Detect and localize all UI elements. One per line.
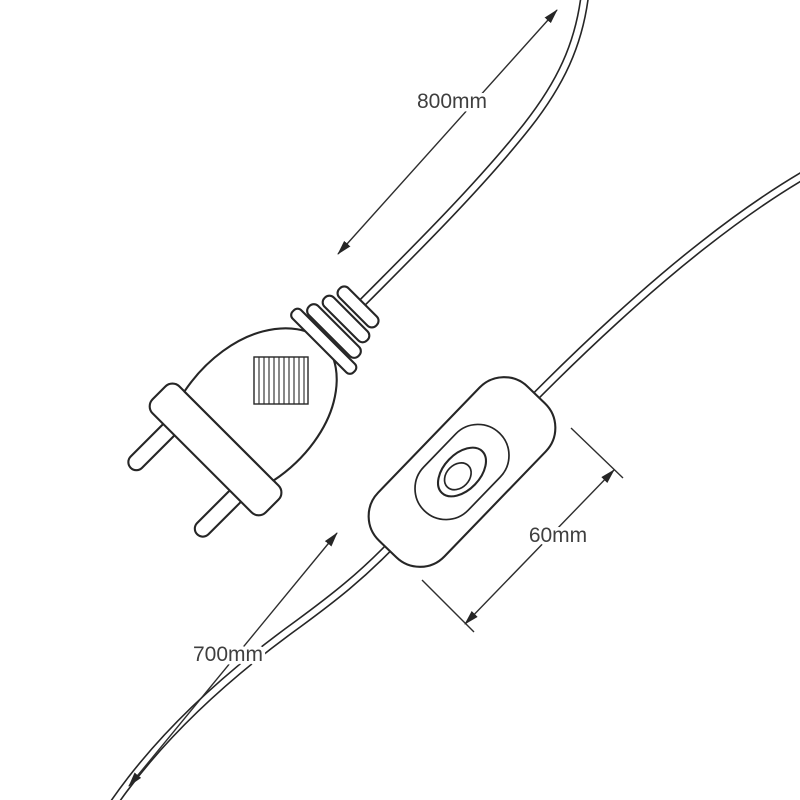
dimension-700: 700mm	[128, 532, 338, 787]
strain-relief-rib-3	[336, 285, 380, 329]
dimension-60-extension-upper	[570, 427, 624, 479]
strain-relief-rib-2	[321, 294, 371, 344]
cable-core	[525, 174, 800, 407]
hatch-frame	[253, 356, 309, 405]
cable-outline	[354, 0, 589, 311]
cable-plug-segment	[354, 0, 589, 311]
dimension-800-label: 800mm	[417, 90, 487, 113]
cable-core	[112, 538, 399, 800]
dimension-800: 800mm	[337, 9, 558, 255]
cable-core	[355, 0, 588, 310]
plug-hatch-panel	[253, 356, 309, 405]
dimension-700-label: 700mm	[193, 643, 263, 666]
dimension-60-line	[464, 469, 615, 625]
hatch-lines	[258, 357, 305, 404]
dimension-700-line	[128, 532, 338, 787]
strain-relief-collar	[290, 307, 358, 375]
strain-relief-rib-1	[306, 303, 362, 359]
inline-switch	[367, 376, 557, 568]
dimension-60-label: 60mm	[529, 524, 587, 547]
dimension-60-extension-lower	[421, 579, 475, 633]
dimension-60: 60mm	[421, 427, 624, 633]
cable-outline	[524, 172, 800, 408]
cable-switch-lower-segment	[110, 536, 400, 800]
cable-switch-upper-segment	[524, 172, 800, 408]
dimension-800-line	[337, 9, 558, 255]
